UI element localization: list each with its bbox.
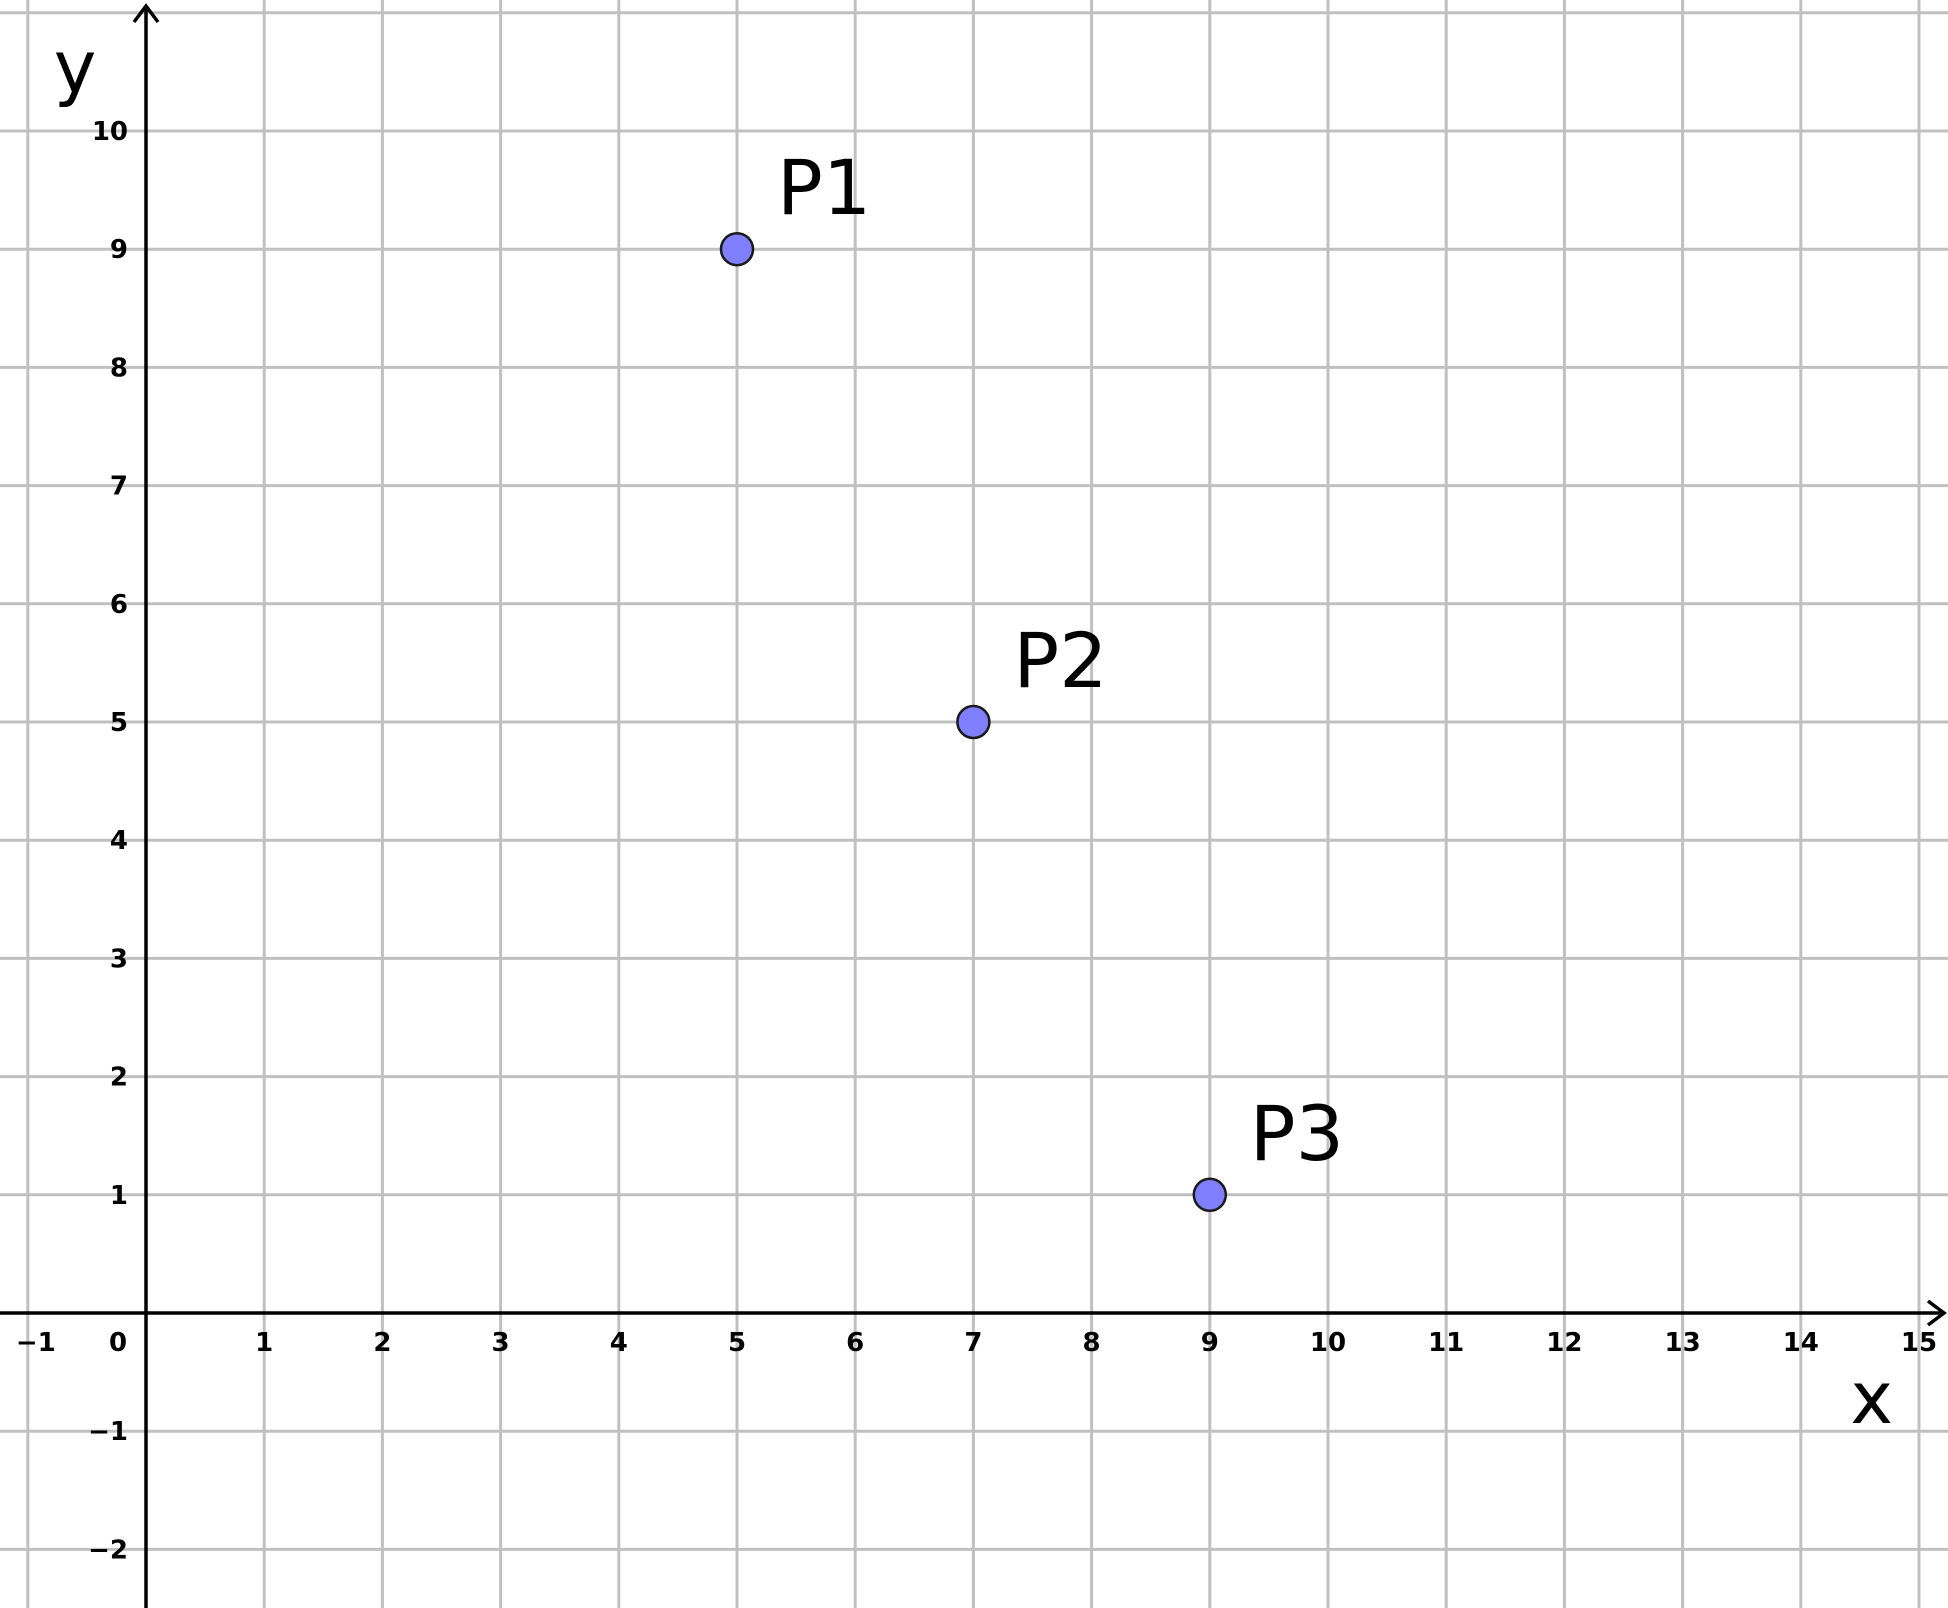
x-tick-label: 4 [610,1328,628,1358]
x-tick-label: 8 [1083,1328,1101,1358]
point-label-p2: P2 [1013,616,1107,705]
y-tick-label: 10 [92,117,128,147]
point-label-p1: P1 [777,143,871,232]
y-tick-label: 3 [110,944,128,974]
axes [0,3,1947,1608]
x-tick-label: 11 [1428,1328,1464,1358]
y-axis-arrow-icon [132,3,160,24]
x-tick-label: 1 [255,1328,273,1358]
x-tick-label: 6 [846,1328,864,1358]
y-tick-label: −2 [88,1535,128,1565]
y-tick-label: 6 [110,590,128,620]
x-tick-label: 7 [964,1328,982,1358]
x-tick-label: 12 [1546,1328,1582,1358]
x-tick-label: 5 [728,1328,746,1358]
x-tick-label: −1 [16,1328,56,1358]
x-axis-arrow-icon [1926,1299,1947,1327]
y-tick-label: −1 [88,1417,128,1447]
y-tick-label: 1 [110,1181,128,1211]
y-tick-label: 9 [110,235,128,265]
x-tick-label: 13 [1665,1328,1701,1358]
x-tick-label: 3 [492,1328,510,1358]
y-axis-title: y [54,25,97,109]
x-tick-label: 10 [1310,1328,1346,1358]
x-tick-label: 15 [1901,1328,1937,1358]
y-tick-label: 8 [110,353,128,383]
y-tick-label: 4 [110,826,128,856]
point-p2[interactable] [956,704,991,740]
x-tick-label: 0 [109,1328,127,1358]
point-p1[interactable] [719,231,755,267]
point-label-p3: P3 [1250,1089,1344,1178]
x-tick-label: 14 [1783,1328,1819,1358]
y-tick-label: 5 [110,708,128,738]
x-tick-label: 9 [1201,1328,1219,1358]
point-p3[interactable] [1192,1177,1228,1213]
x-axis-title: x [1850,1356,1893,1440]
y-tick-label: 2 [110,1063,128,1093]
x-tick-label: 2 [373,1328,391,1358]
y-tick-label: 7 [110,472,128,502]
